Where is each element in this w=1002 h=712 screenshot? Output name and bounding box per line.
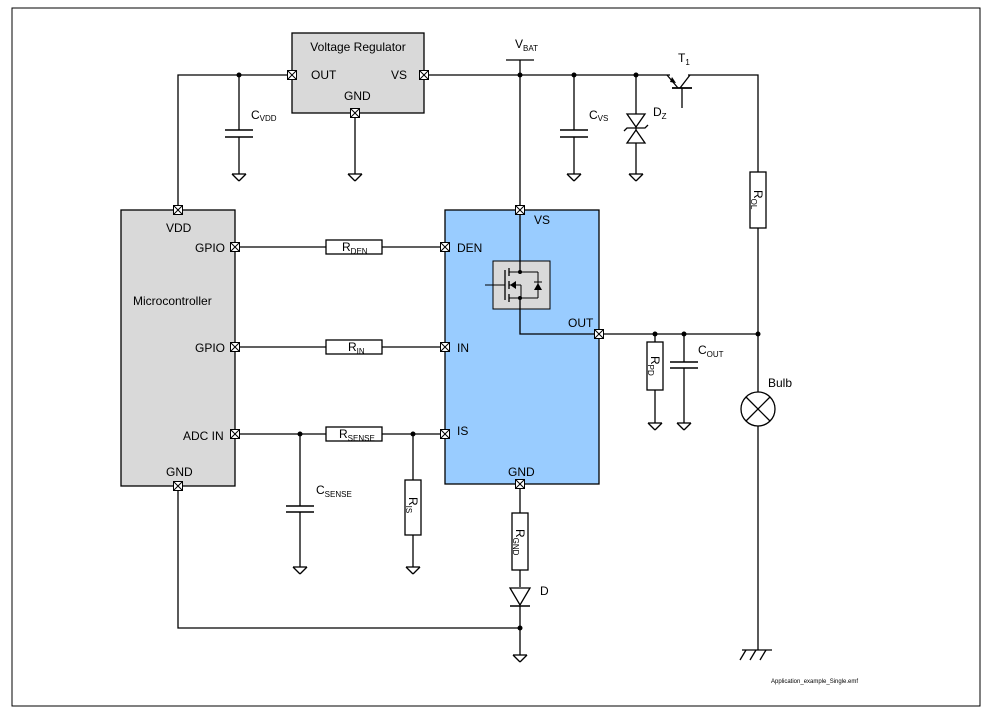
mcu-gnd-label: GND xyxy=(166,465,193,479)
dz-label: DZ xyxy=(653,105,667,121)
resistor-rin xyxy=(325,339,383,355)
resistor-rgnd xyxy=(511,512,529,571)
voltage-regulator-block: Voltage Regulator OUT VS GND xyxy=(291,32,425,114)
mcu-title: Microcontroller xyxy=(133,294,212,308)
regulator-vs-label: VS xyxy=(391,68,407,82)
regulator-gnd-label: GND xyxy=(344,89,371,103)
high-side-switch-block: VS DEN IN IS OUT GND xyxy=(444,209,600,485)
diode-d xyxy=(508,587,532,607)
footer-filename: Application_example_Single.emf xyxy=(771,679,858,685)
switch-out-label: OUT xyxy=(568,316,594,330)
rden-label: RDEN xyxy=(342,240,368,256)
regulator-title: Voltage Regulator xyxy=(310,40,405,54)
mcu-adc-label: ADC IN xyxy=(183,429,224,443)
capacitor-cvs xyxy=(560,129,588,138)
microcontroller-block: Microcontroller VDD GPIO GPIO ADC IN GND xyxy=(120,209,236,487)
mcu-vdd-label: VDD xyxy=(166,221,192,235)
resistor-rol xyxy=(749,171,767,229)
bulb-label: Bulb xyxy=(768,376,792,390)
mcu-gpio1-label: GPIO xyxy=(195,241,225,255)
t1-label: T1 xyxy=(678,51,690,67)
rpd-label: RPD xyxy=(646,356,662,376)
ris-label: RIS xyxy=(404,497,420,513)
capacitor-cout xyxy=(670,361,698,369)
zener-diode xyxy=(623,113,649,144)
switch-gnd-label: GND xyxy=(508,465,535,479)
vbat-label: VBAT xyxy=(515,37,538,53)
rgnd-label: RGND xyxy=(511,529,527,556)
switch-vs-label: VS xyxy=(534,213,550,227)
switch-is-label: IS xyxy=(457,424,468,438)
cout-label: COUT xyxy=(698,343,724,359)
resistor-rsense xyxy=(325,426,383,442)
resistor-ris xyxy=(404,479,422,536)
chassis-ground-symbol xyxy=(739,649,772,661)
cvdd-label: CVDD xyxy=(251,108,277,123)
rsense-label: RSENSE xyxy=(339,427,375,443)
capacitor-csense xyxy=(286,505,314,513)
regulator-out-label: OUT xyxy=(311,68,337,82)
page-border xyxy=(11,7,981,707)
switch-in-label: IN xyxy=(457,341,469,355)
rol-label: ROL xyxy=(749,190,765,210)
d-label: D xyxy=(540,584,549,598)
resistor-rden xyxy=(325,239,383,255)
mcu-gpio2-label: GPIO xyxy=(195,341,225,355)
switch-den-label: DEN xyxy=(457,241,482,255)
rin-label: RIN xyxy=(348,340,365,356)
junction-dots xyxy=(236,72,761,631)
resistor-rpd xyxy=(646,341,664,391)
bulb-symbol xyxy=(740,391,776,427)
cvs-label: CVS xyxy=(589,108,608,123)
wires xyxy=(177,59,759,655)
mosfet-symbol xyxy=(485,260,551,310)
transistor-t1 xyxy=(666,74,692,108)
csense-label: CSENSE xyxy=(316,483,352,499)
capacitor-cvdd xyxy=(225,129,253,138)
